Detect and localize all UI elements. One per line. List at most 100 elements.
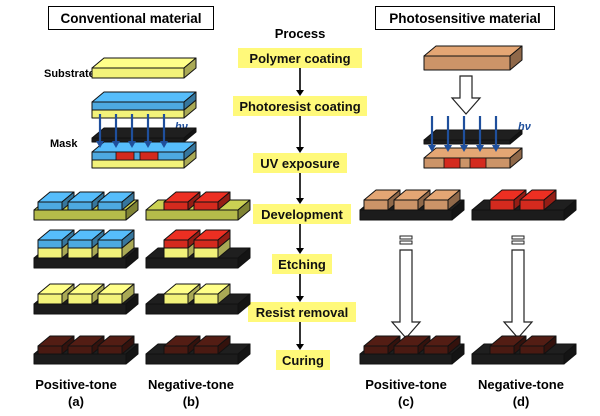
c-dev-blocks-1-face [393,199,419,211]
coated-resist-face [91,91,197,103]
d-stem-dash-0 [511,235,525,240]
a-etch-polymer-1-face [67,247,93,259]
coated-resist-face [91,101,185,111]
b-etch-polymer-0-face [163,247,189,259]
d-dev-base-face [471,209,565,221]
d-cure-blocks-1-face [519,345,545,355]
a-dev-resist-2-face [97,201,123,211]
a-cure-blocks-1 [67,335,105,355]
c-cure-blocks-1 [393,335,431,355]
ps-mask-plate-face [423,129,523,141]
c-dev-blocks-2-face [423,199,449,211]
a-rem-base-face [33,303,127,315]
label-col-a: Positive-tone (a) [28,376,124,410]
step-etching: Etching [272,254,332,274]
c-dev-base-face [359,209,453,221]
a-etch-polymer-0-face [37,247,63,259]
letter-label-b: (b) [182,394,200,409]
photosensitive-material-header: Photosensitive material [375,6,555,30]
a-rem-polymer-0 [37,283,75,305]
a-etch-resist-1-face [67,239,93,249]
tone-label-b: Negative-tone [148,377,234,392]
flow-arrow-5-head [296,296,304,302]
d-hollow-arrow [502,249,534,339]
tone-label-d: Negative-tone [478,377,564,392]
c-dev-blocks-1 [393,189,431,211]
a-cure-blocks-2-face [97,345,123,355]
ps-expose-slab-face [423,157,511,169]
uv-arrow-left-3-head [144,141,152,148]
ps-exposed-region-0 [443,157,461,169]
step-curing: Curing [276,350,330,370]
substrate-label: Substrate [44,68,95,80]
a-dev-resist-0-face [37,201,63,211]
exposed-region-1 [139,151,159,161]
b-dev-resist-1-face [193,201,219,211]
tone-label-a: Positive-tone [35,377,117,392]
exposed-region-0 [115,151,135,161]
c-stem-dash-1 [399,240,413,245]
b-rem-polymer-1 [193,283,231,305]
b-etch-resist-1 [193,229,231,249]
label-col-b: Negative-tone (b) [140,376,242,410]
substrate-slab-face [91,67,185,79]
coated-resist [91,91,197,111]
d-dev-blocks-1 [519,189,557,211]
d-dev-blocks-0-face [489,199,515,211]
step-development: Development [253,204,351,224]
b-etch-resist-0 [163,229,201,249]
a-dev-base-face [33,209,127,221]
substrate-slab-face [91,57,197,69]
uv-arrow-right-2-head [460,145,468,152]
a-cure-blocks-2 [97,335,135,355]
uv-arrow-left-4-head [160,141,168,148]
d-cure-blocks-0 [489,335,527,355]
b-dev-resist-1 [193,191,231,211]
tone-label-c: Positive-tone [365,377,447,392]
uv-arrow-right-1-head [444,145,452,152]
a-cure-blocks-1-face [67,345,93,355]
a-dev-resist-1-face [67,201,93,211]
b-etch-polymer-1-face [193,247,219,259]
c-cure-blocks-0-face [363,345,389,355]
a-dev-resist-1 [67,191,105,211]
d-dev-blocks-0 [489,189,527,211]
c-cure-blocks-2 [423,335,461,355]
step-polymer-coating: Polymer coating [238,48,362,68]
uv-arrow-left-0-head [96,141,104,148]
a-etch-resist-0-face [37,239,63,249]
a-etch-base-face [33,257,127,269]
substrate-slab [91,57,197,79]
mask-plate-face [91,137,185,143]
label-col-c: Positive-tone (c) [358,376,454,410]
a-dev-resist-0 [37,191,75,211]
c-hollow-arrow [390,249,422,339]
a-rem-polymer-0-face [37,293,63,305]
b-cure-blocks-1-face [193,345,219,355]
step-photoresist-coating: Photoresist coating [233,96,367,116]
ps-exposed-region-1 [469,157,487,169]
b-etch-base-face [145,257,239,269]
flow-arrow-3-head [296,198,304,204]
ps-hollow-arrow-1 [450,75,482,115]
flow-arrow-6-head [296,344,304,350]
d-dev-blocks-1-face [519,199,545,211]
a-rem-polymer-2 [97,283,135,305]
a-etch-polymer-2-face [97,247,123,259]
ps-coating-slab-face [423,55,511,71]
b-rem-polymer-0-face [163,293,189,305]
process-title: Process [274,26,326,41]
label-col-d: Negative-tone (d) [470,376,572,410]
letter-label-a: (a) [68,394,84,409]
b-dev-resist-0 [163,191,201,211]
b-dev-resist-0-face [163,201,189,211]
uv-arrow-left-2-head [128,141,136,148]
flow-arrow-1-head [296,90,304,96]
flow-arrow-2-head [296,147,304,153]
b-dev-base-face [145,209,239,221]
b-cure-blocks-0 [163,335,201,355]
expose-resist-face [91,141,197,153]
mask-plate [91,127,197,143]
letter-label-c: (c) [398,394,414,409]
